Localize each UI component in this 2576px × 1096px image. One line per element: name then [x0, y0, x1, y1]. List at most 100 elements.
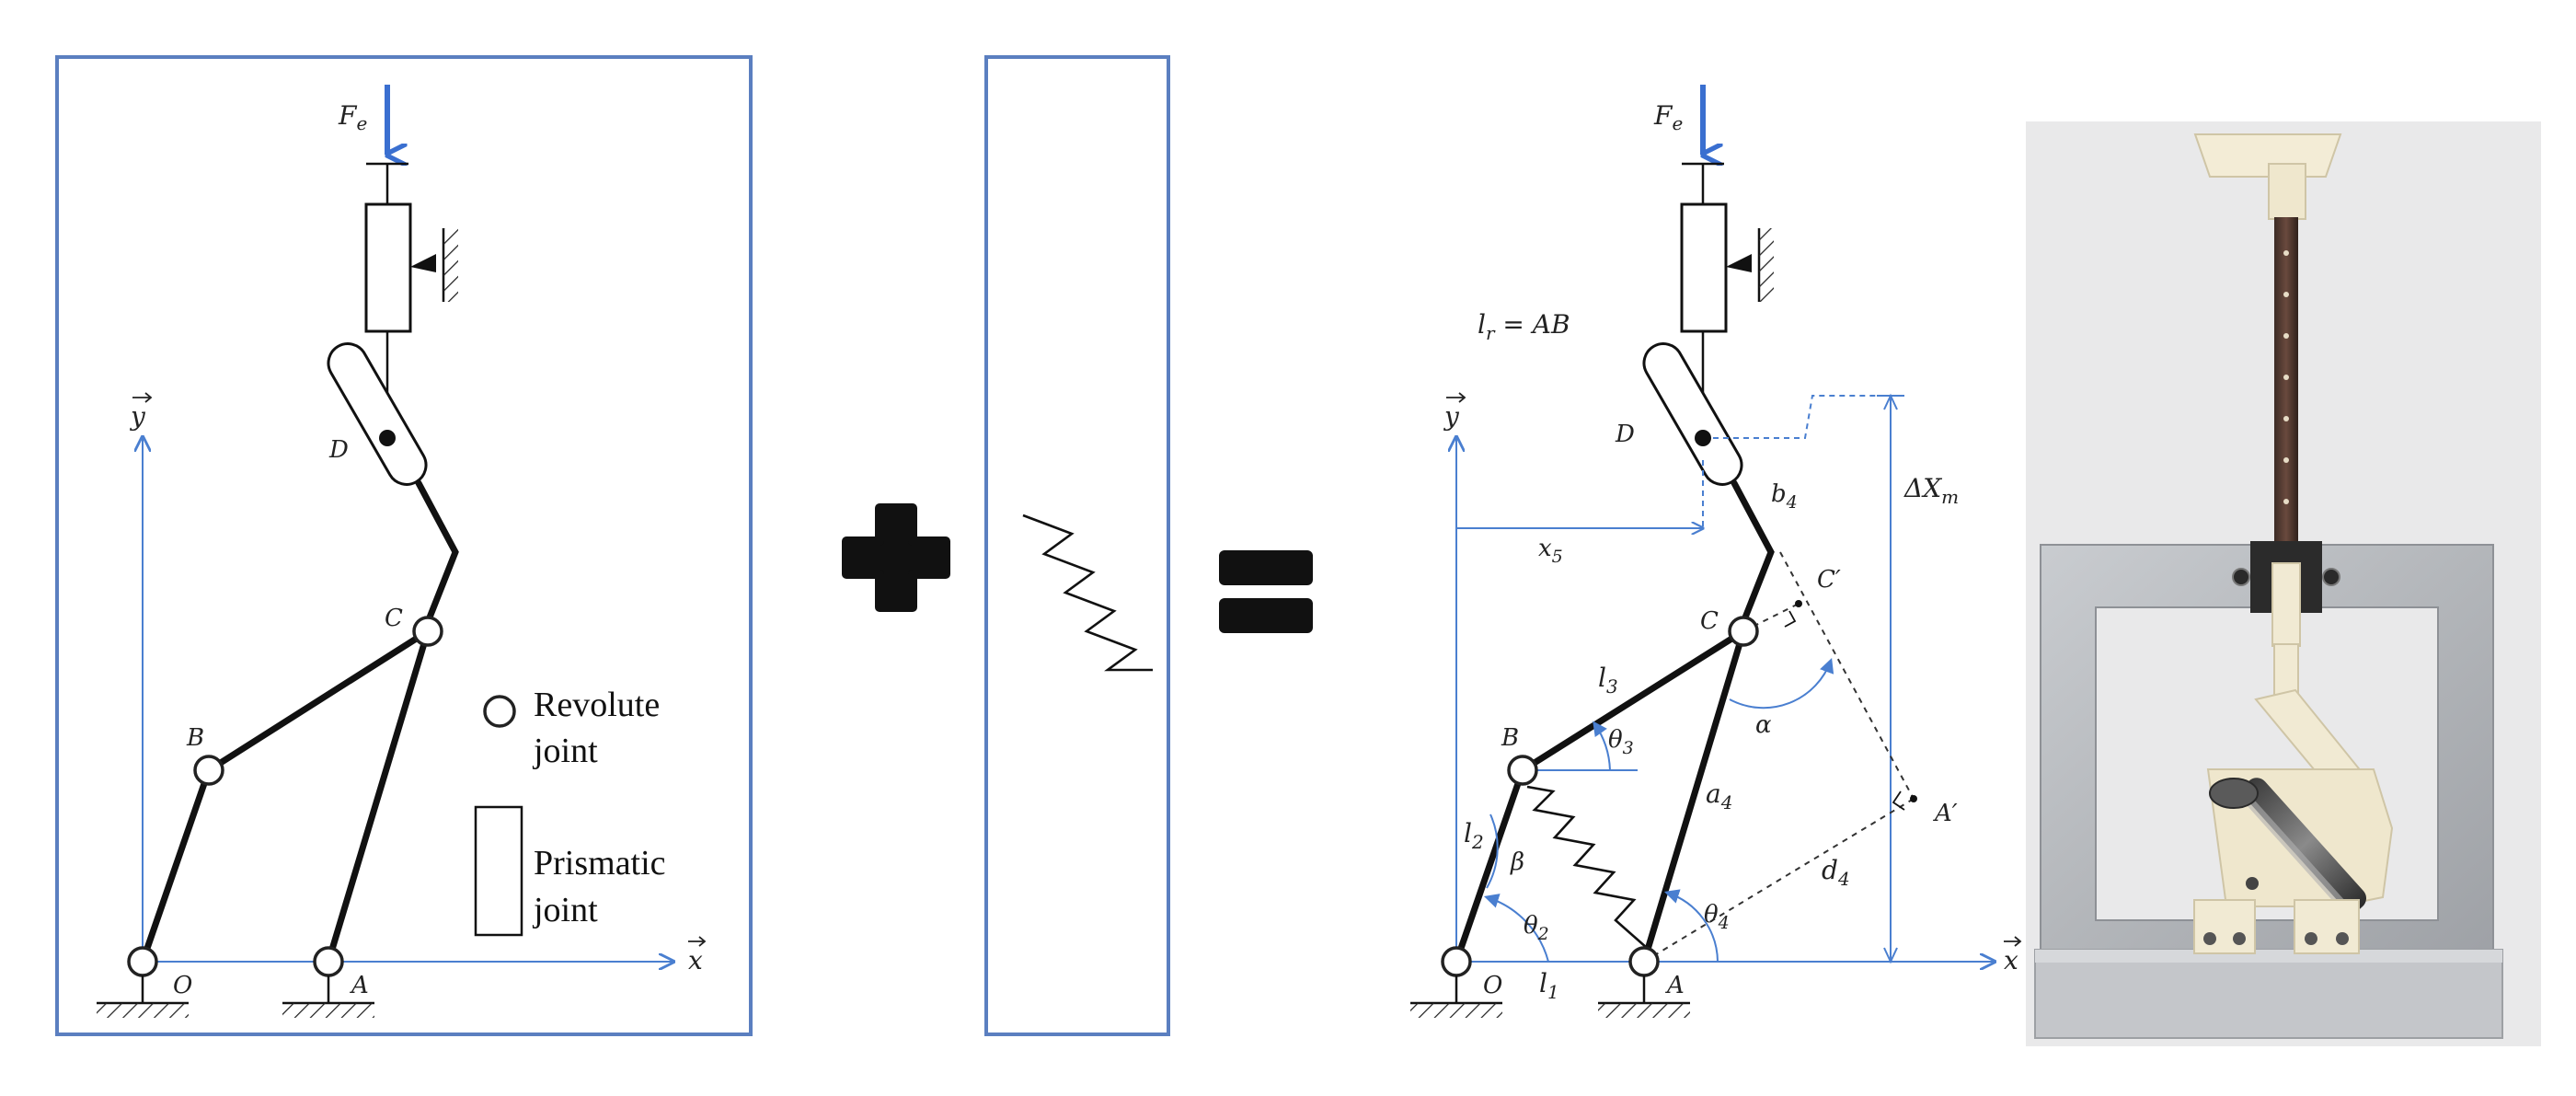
alpha-arc [1729, 657, 1834, 710]
cprime-point [1795, 600, 1802, 607]
left-pin-D [379, 430, 396, 446]
photo-foot-screw-4 [2336, 932, 2349, 945]
right-y-vector-arrow-icon [1446, 392, 1466, 403]
right-label-O: O [1483, 972, 1502, 999]
legend-revolute-line1: Revolute [534, 686, 660, 724]
photo-aluminum-frame [2040, 544, 2494, 960]
right-slider-guide [1726, 254, 1752, 272]
left-label-A: A [350, 972, 369, 999]
plus-sign-icon [842, 503, 950, 612]
right-label-B: B [1501, 724, 1519, 752]
left-joint-B [193, 755, 224, 786]
photo-pivot-screw [2246, 877, 2259, 890]
photo-base-top [2035, 950, 2502, 963]
dx-top-arrow-icon [1883, 393, 1898, 410]
left-joint-O [127, 946, 158, 977]
right-ground-wall-hatch [1759, 228, 1774, 302]
beta-label: β [1510, 848, 1524, 876]
aprime-label: A′ [1933, 800, 1958, 827]
photo-rod [2274, 217, 2298, 550]
theta4-arc [1663, 889, 1719, 963]
legend-prismatic-line2: joint [532, 891, 598, 929]
left-y-axis-label: y [129, 401, 146, 432]
left-link-l2 [139, 767, 213, 965]
dx-bottom-arrow-icon [1883, 947, 1898, 964]
right-ground-O-hatch [1410, 1003, 1502, 1018]
photo-foot-screw-1 [2203, 932, 2216, 945]
right-pin-D [1695, 430, 1711, 446]
legend-revolute-line2: joint [532, 732, 598, 770]
spring-zigzag-icon [1022, 513, 1153, 672]
right-link-l3 [1519, 628, 1747, 774]
legend-revolute-icon [483, 695, 516, 728]
theta3-label: θ3 [1608, 726, 1634, 758]
right-joint-A [1628, 946, 1660, 977]
plus-operator [842, 503, 950, 612]
equals-operator [1219, 550, 1313, 633]
right-y-axis-label: y [1443, 401, 1460, 432]
photo-screw-right [2322, 568, 2340, 586]
right-link-a4 [1640, 628, 1747, 965]
photo-foot-screw-3 [2305, 932, 2317, 945]
photo-base-block [2034, 949, 2503, 1039]
x5-label: x5 [1538, 535, 1563, 567]
equals-top-bar [1219, 550, 1313, 585]
theta4-label: θ4 [1704, 901, 1730, 933]
photo-foot-right [2294, 899, 2360, 954]
b4-label: b4 [1771, 480, 1798, 513]
right-label-D: D [1615, 421, 1635, 448]
spring-panel [984, 55, 1170, 1036]
a4-label: a4 [1706, 779, 1732, 813]
left-x-vector-arrow-icon [688, 936, 707, 947]
left-ground-O-hatch [97, 1003, 189, 1018]
right-joint-B [1507, 755, 1538, 786]
aprime-point [1910, 795, 1917, 802]
left-link-a4 [325, 628, 431, 965]
right-slider-block [1680, 202, 1728, 333]
d4-label: d4 [1822, 855, 1850, 890]
left-joint-A [313, 946, 344, 977]
l2-label: l2 [1464, 818, 1484, 853]
right-x-axis-label: x [2004, 945, 2018, 975]
right-link-l2 [1453, 767, 1526, 965]
prototype-photo [2026, 121, 2541, 1046]
left-y-vector-arrow-icon [132, 392, 153, 403]
photo-screw-left [2232, 568, 2250, 586]
theta2-label: θ2 [1524, 912, 1549, 944]
right-label-C: C [1700, 607, 1719, 635]
left-panel: y x Fe D C B O A [55, 55, 753, 1036]
right-label-A: A [1665, 972, 1685, 999]
right-joint-O [1441, 946, 1472, 977]
legend-prismatic-line1: Prismatic [534, 844, 666, 883]
photo-top-clamp [2268, 163, 2306, 220]
aprime-right-angle [1892, 790, 1905, 811]
left-link-b4 [415, 479, 459, 626]
left-x-axis-label: x [688, 945, 703, 975]
l1-label: l1 [1539, 968, 1559, 1003]
cprime-right-angle [1784, 610, 1797, 628]
left-ground-wall-hatch [443, 228, 458, 302]
left-label-C: C [385, 605, 403, 632]
dx-top-extension [1713, 395, 1891, 439]
right-panel: y x lr = AB Fe D ΔXm x5 [1410, 85, 2022, 1018]
beta-arc [1486, 813, 1499, 889]
c-aprime-line [1779, 551, 1915, 800]
right-slot-link [1642, 342, 1743, 486]
left-label-O: O [173, 972, 192, 999]
right-spring-icon [1526, 785, 1648, 949]
left-slider-block [364, 202, 412, 333]
right-force-label: Fe [1653, 100, 1683, 134]
legend-prismatic-icon [474, 805, 523, 937]
left-slider-guide [410, 254, 436, 272]
equals-bottom-bar [1219, 598, 1313, 633]
photo-roller [2209, 778, 2259, 809]
left-ground-A-hatch [282, 1003, 374, 1018]
left-link-l3 [205, 628, 431, 774]
left-label-D: D [328, 436, 349, 464]
d4-line [1643, 798, 1915, 963]
right-x-vector-arrow-icon [2004, 936, 2022, 947]
right-joint-C [1728, 616, 1759, 647]
left-label-B: B [186, 724, 204, 752]
